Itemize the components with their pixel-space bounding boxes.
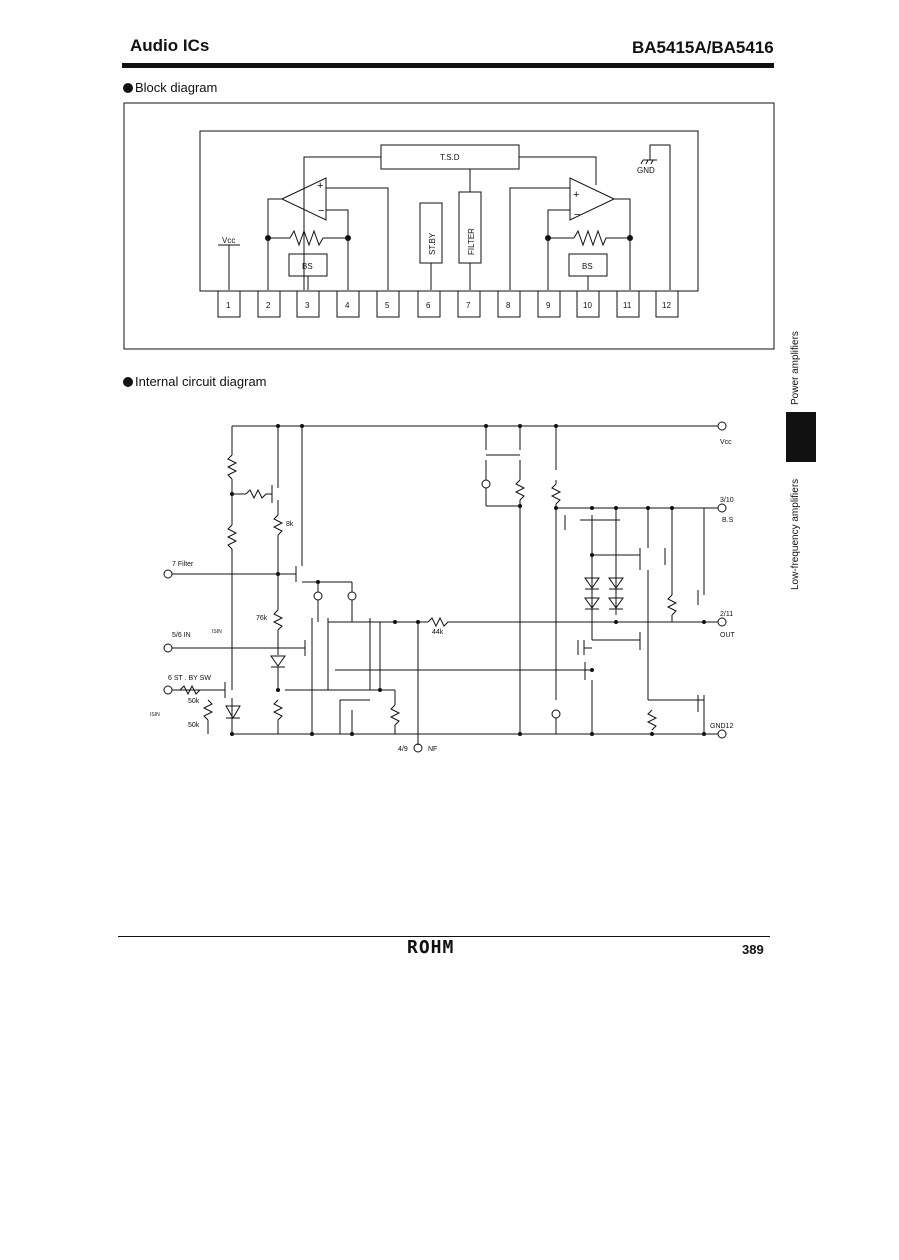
section-block-diagram: Block diagram — [123, 80, 217, 95]
pin-9: 9 — [546, 301, 551, 310]
gnd-pin-label: GND12 — [710, 723, 733, 730]
out-pin-label: OUT — [720, 632, 736, 639]
footer-rule — [118, 936, 770, 937]
resistor-44k: 44k — [432, 629, 444, 636]
section-internal-label: Internal circuit diagram — [135, 374, 267, 389]
right-bs-label: BS — [582, 262, 593, 271]
gnd-label: GND — [637, 166, 655, 175]
pin-12: 12 — [662, 301, 671, 310]
stby-label: ST.BY — [428, 232, 437, 255]
side-label-power: Power amplifiers — [790, 331, 801, 405]
pin-11: 11 — [623, 301, 632, 310]
resistor-50k-a: 50k — [188, 698, 200, 705]
filter-label: FILTER — [467, 228, 476, 255]
block-outer-frame — [123, 102, 775, 350]
section-side-tab — [786, 412, 816, 462]
pin-6: 6 — [426, 301, 431, 310]
resistor-50k-b: 50k — [188, 722, 200, 729]
pin-4: 4 — [345, 301, 350, 310]
left-minus-sign: − — [318, 205, 324, 217]
part-number: BA5415A/BA5416 — [632, 38, 774, 57]
header-title: Audio ICs — [130, 36, 210, 55]
section-internal-circuit: Internal circuit diagram — [123, 374, 267, 389]
bs-pin-label: B.S — [722, 517, 734, 524]
pin-1: 1 — [226, 301, 231, 310]
bs-pin-number: 3/10 — [720, 497, 734, 504]
side-label-lowfreq: Low-frequency amplifiers — [790, 478, 801, 590]
pin-3: 3 — [305, 301, 310, 310]
pin-8: 8 — [506, 301, 511, 310]
header-rule — [122, 63, 774, 68]
ic-body — [199, 130, 699, 292]
bullet-icon — [123, 377, 133, 387]
pin-10: 10 — [583, 301, 592, 310]
bullet-icon — [123, 83, 133, 93]
nf-pin-label: NF — [428, 746, 437, 753]
internal-circuit-diagram: Vcc 3/10 B.S 2/11 OUT GND12 7 Filter 5/6… — [150, 421, 736, 753]
stby-pin-label: 6 ST . BY SW — [168, 675, 211, 682]
tsd-label: T.S.D — [440, 153, 460, 162]
vcc-pin-label: Vcc — [720, 439, 732, 446]
isin-label-2: ISIN — [150, 712, 160, 718]
right-amplifier — [569, 177, 616, 221]
resistor-76k: 76k — [256, 615, 268, 622]
resistor-8k: 8k — [286, 521, 294, 528]
right-minus-sign: − — [574, 209, 580, 221]
filter-pin-label: 7 Filter — [172, 561, 194, 568]
section-block-label: Block diagram — [135, 80, 218, 95]
rohm-logo: ROHM — [407, 937, 455, 958]
left-plus-sign: + — [317, 180, 323, 192]
nf-pin-number: 4/9 — [398, 746, 408, 753]
pin-7: 7 — [466, 301, 471, 310]
left-bs-label: BS — [302, 262, 313, 271]
block-diagram: T.S.D GND Vcc BS BS + − + − ST.BY FILTER… — [123, 102, 775, 350]
right-plus-sign: + — [573, 189, 579, 201]
isin-label: ISIN — [212, 629, 222, 635]
in-pin-label: 5/6 IN — [172, 632, 191, 639]
pin-2: 2 — [266, 301, 271, 310]
vcc-label: Vcc — [222, 236, 235, 245]
page-number: 389 — [742, 942, 764, 957]
pin-5: 5 — [385, 301, 390, 310]
out-pin-number: 2/11 — [720, 611, 733, 618]
